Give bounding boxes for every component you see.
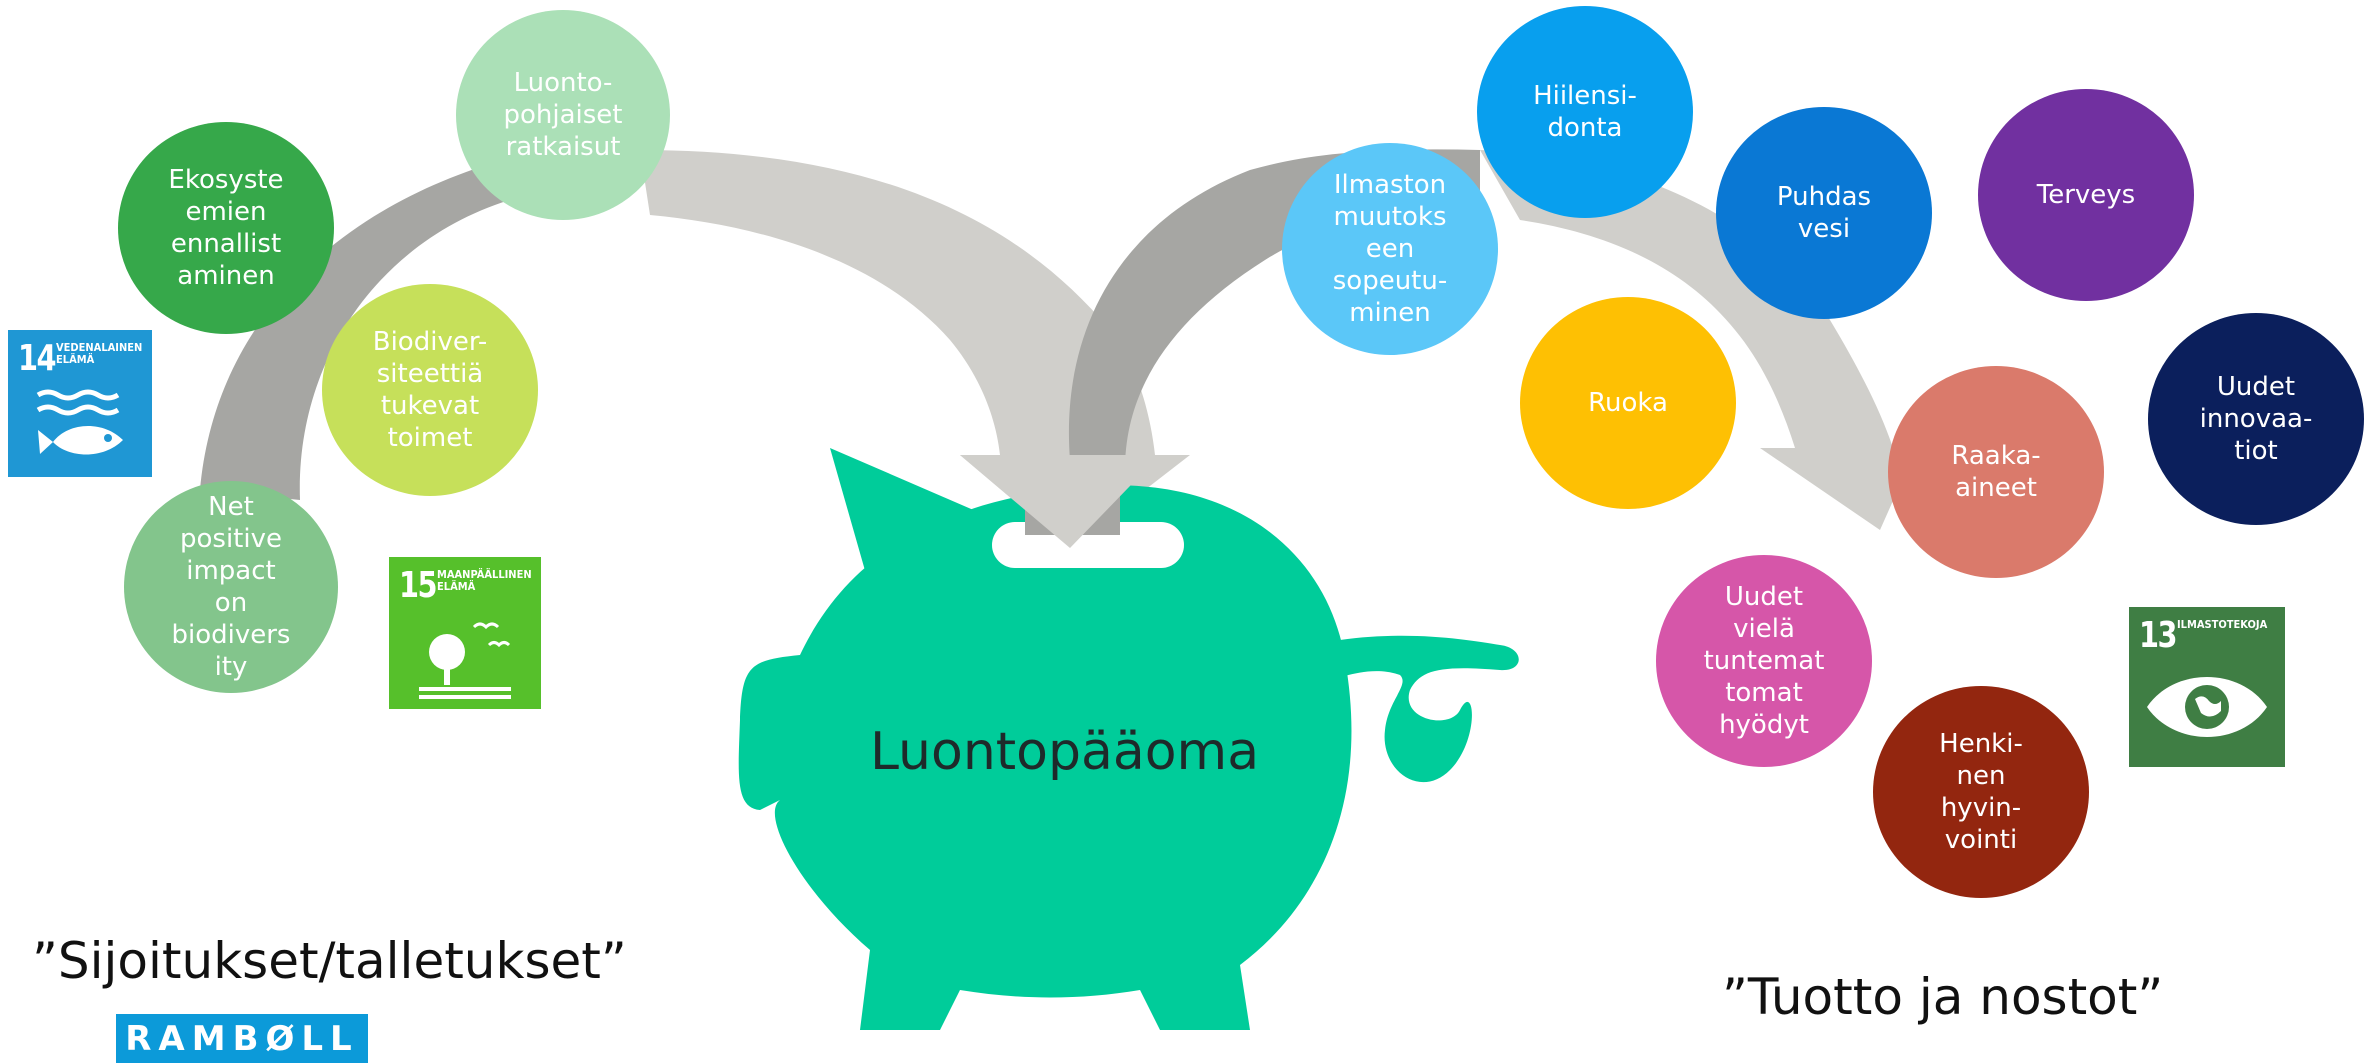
withdraw-arc-dark — [1068, 149, 1480, 470]
sdg-15-tile: 15 MAANPÄÄLLINEN ELÄMÄ — [389, 557, 541, 709]
bubble-net-positive-impact: Net positive impact on biodivers ity — [124, 481, 338, 693]
bubble-food: Ruoka — [1520, 297, 1736, 509]
sdg-13-number: 13 — [2139, 615, 2177, 656]
bubble-raw-materials: Raaka- aineet — [1888, 366, 2104, 578]
bubble-new-innovations: Uudet innovaa- tiot — [2148, 313, 2364, 525]
bubble-biodiversity-actions: Biodiver- siteettiä tukevat toimet — [322, 284, 538, 496]
bubble-carbon-sequestration: Hiilensi- donta — [1477, 6, 1693, 218]
bubble-mental-wellbeing: Henki- nen hyvin- vointi — [1873, 686, 2089, 898]
sdg-14-title: VEDENALAINEN ELÄMÄ — [56, 341, 143, 366]
bubble-climate-adaptation: Ilmaston muutoks een sopeutu- minen — [1282, 143, 1498, 355]
deposit-arrow — [640, 150, 1190, 548]
fish-icon — [36, 389, 123, 455]
right-caption: ”Tuotto ja nostot” — [1722, 968, 2164, 1026]
bubble-clean-water: Puhdas vesi — [1716, 107, 1932, 319]
sdg-15-title: MAANPÄÄLLINEN ELÄMÄ — [437, 568, 532, 593]
ramboll-logo: RAMBØLL — [116, 1014, 368, 1063]
return-arrow — [1480, 150, 1920, 530]
sdg-13-tile: 13 ILMASTOTEKOJA — [2129, 607, 2285, 767]
piggy-bank-icon — [738, 448, 1519, 1030]
sdg-13-title: ILMASTOTEKOJA — [2177, 618, 2268, 631]
arrow-head — [960, 455, 1160, 548]
center-label: Luontopääoma — [870, 722, 1260, 782]
left-arc-dark — [200, 158, 510, 500]
sdg-15-number: 15 — [399, 565, 437, 606]
tree-birds-icon — [419, 622, 511, 699]
bubble-nature-based-solutions: Luonto- pohjaiset ratkaisut — [456, 10, 670, 220]
bubble-ecosystem-restoration: Ekosyste emien ennallist aminen — [118, 122, 334, 334]
bubble-health: Terveys — [1978, 89, 2194, 301]
left-caption: ”Sijoitukset/talletukset” — [32, 932, 627, 990]
eye-globe-icon — [2147, 677, 2267, 737]
bubble-unknown-benefits: Uudet vielä tuntemat tomat hyödyt — [1656, 555, 1872, 767]
sdg-14-number: 14 — [18, 338, 56, 379]
sdg-14-tile: 14 VEDENALAINEN ELÄMÄ — [8, 330, 152, 477]
